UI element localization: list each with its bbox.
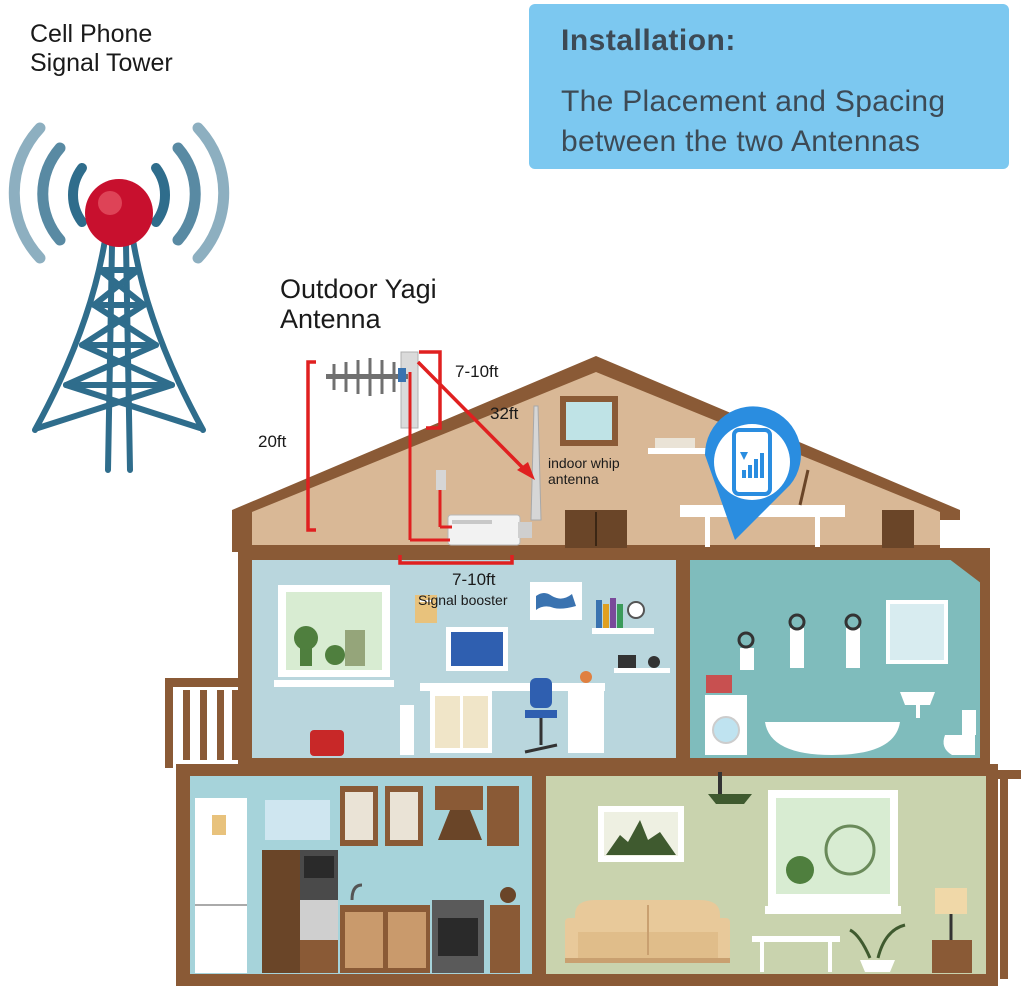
- dim-32ft-arrowhead: [517, 462, 535, 480]
- info-subtitle-line2: between the two Antennas: [561, 125, 921, 158]
- installation-info-box: Installation: The Placement and Spacing …: [529, 4, 1009, 169]
- yagi-label-line2: Antenna: [280, 304, 381, 334]
- office-furniture: [274, 582, 670, 756]
- info-subtitle: The Placement and Spacing between the tw…: [561, 82, 1021, 162]
- dimension-markers: [306, 350, 527, 565]
- indoor-antenna-label-line1: indoor whip: [548, 455, 620, 471]
- tower-label-line2: Signal Tower: [30, 49, 173, 77]
- pergola: [985, 770, 1021, 979]
- dim-7-10ft-top-bracket: [419, 350, 442, 430]
- living-room-furniture: [565, 772, 972, 973]
- yagi-antenna-label: Outdoor Yagi Antenna: [280, 274, 437, 334]
- yagi-label-line1: Outdoor Yagi: [280, 274, 437, 304]
- phone-signal-pin-icon: [704, 406, 801, 540]
- signal-tower-icon: [8, 122, 230, 473]
- tower-label-line1: Cell Phone: [30, 20, 153, 48]
- outdoor-yagi-antenna-icon: [326, 351, 419, 429]
- antenna-cables: [408, 372, 452, 542]
- signal-booster-label: Signal booster: [418, 592, 508, 608]
- indoor-antenna-label-line2: antenna: [548, 471, 599, 487]
- dim-label-vertical: 20ft: [258, 432, 287, 451]
- info-subtitle-line1: The Placement and Spacing: [561, 85, 946, 118]
- dim-label-top: 7-10ft: [455, 362, 499, 381]
- indoor-whip-antenna-icon: [530, 405, 542, 521]
- indoor-antenna-label: indoor whip antenna: [548, 455, 620, 487]
- kitchen-fixtures: [195, 786, 520, 973]
- dim-label-diagonal: 32ft: [490, 404, 519, 423]
- dim-20ft-bracket: [306, 360, 316, 532]
- balcony-railing: [165, 678, 245, 768]
- bathroom-fixtures: [705, 600, 976, 755]
- info-title: Installation:: [561, 24, 736, 57]
- dim-label-bottom: 7-10ft: [452, 570, 496, 589]
- dim-7-10ft-bottom-bracket: [398, 555, 514, 565]
- dim-32ft-line: [416, 360, 527, 472]
- signal-booster-icon: [436, 470, 532, 546]
- tower-label: Cell Phone Signal Tower: [30, 20, 173, 78]
